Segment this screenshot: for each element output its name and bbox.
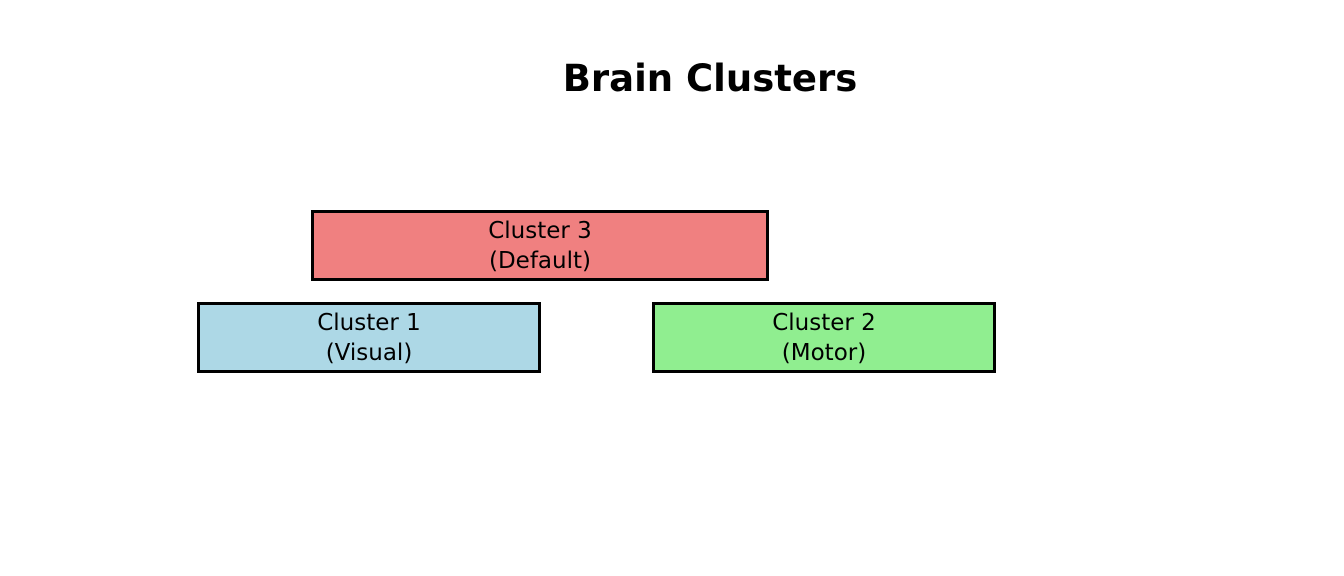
cluster-3-name: Cluster 3 [488, 217, 592, 244]
cluster-2-network: (Motor) [781, 339, 867, 366]
cluster-3-network: (Default) [489, 247, 591, 274]
diagram-title: Brain Clusters [562, 57, 858, 100]
cluster-3-box: Cluster 3 (Default) [311, 210, 769, 281]
cluster-1-box: Cluster 1 (Visual) [197, 302, 541, 373]
cluster-2-box: Cluster 2 (Motor) [652, 302, 996, 373]
cluster-1-name: Cluster 1 [317, 309, 421, 336]
cluster-2-name: Cluster 2 [772, 309, 876, 336]
cluster-1-network: (Visual) [325, 339, 413, 366]
